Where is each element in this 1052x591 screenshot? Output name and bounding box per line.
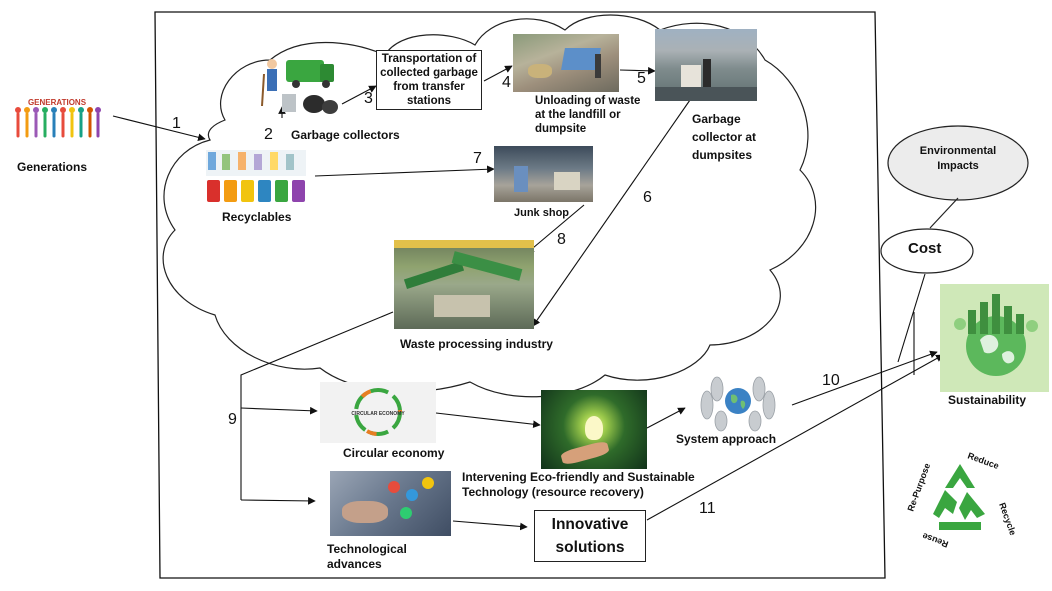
circular-economy-ring-icon: CIRCULAR ECONOMY <box>351 388 405 436</box>
step-number-3: 3 <box>364 90 373 107</box>
eco-technology-label: Intervening Eco-friendly and Sustainable… <box>462 470 695 499</box>
unloading-image <box>513 34 619 92</box>
garbage-collectors-image <box>258 54 340 118</box>
environmental-impacts-bubble <box>887 125 1029 201</box>
junk-shop-label: Junk shop <box>514 207 570 219</box>
sustainability-label: Sustainability <box>948 393 1027 407</box>
env-bubble-tail <box>929 197 959 229</box>
step-number-5: 5 <box>637 70 646 87</box>
branch-9-line <box>240 311 394 500</box>
circular-economy-image: CIRCULAR ECONOMY <box>320 382 436 443</box>
step-number-7: 7 <box>473 150 482 167</box>
environmental-impacts-label: Environmental Impacts <box>919 145 997 172</box>
step-number-9: 9 <box>228 411 237 428</box>
transportation-label: Transportation of collected garbage from… <box>380 53 478 107</box>
generations-label: Generations <box>17 160 88 174</box>
arrow-8 <box>526 204 585 254</box>
arrow-10 <box>791 350 938 406</box>
step-number-10: 10 <box>822 372 840 389</box>
arrow-tech-to-innovative <box>452 520 528 531</box>
arrow-3 <box>341 85 377 105</box>
arrow-circular-to-eco <box>435 412 541 429</box>
step-number-1: 1 <box>172 115 181 132</box>
generations-image: GENERATIONS <box>12 96 102 140</box>
junk-shop-image <box>494 146 593 202</box>
arrow-9b <box>240 497 316 505</box>
step-number-11: 11 <box>699 500 716 517</box>
circular-economy-logo-text: CIRCULAR ECONOMY <box>351 411 405 417</box>
generations-people-icon: GENERATIONS <box>15 98 101 138</box>
step-number-4: 4 <box>502 74 511 91</box>
arrow-5 <box>619 66 656 75</box>
dumpsite-collector-label: Garbage collector at dumpsites <box>692 112 757 162</box>
step-number-2: 2 <box>264 126 273 143</box>
dumpsite-collector-image <box>655 29 757 101</box>
recycle-word-repurpose: Re-Purpose <box>905 462 932 513</box>
arrow-1 <box>112 115 206 142</box>
cost-bubble <box>880 228 974 274</box>
arrow-4 <box>483 65 513 82</box>
arrow-9a <box>240 406 318 415</box>
recycle-arrows-icon: Reduce Recycle Reuse Re-Purpose <box>905 450 1015 550</box>
arrow-6 <box>532 99 691 327</box>
garbage-collectors-label: Garbage collectors <box>291 128 400 142</box>
waste-processing-image <box>394 240 534 329</box>
recycle-word-recycle: Recycle <box>997 501 1015 536</box>
arrow-11 <box>646 354 944 521</box>
technological-advances-image <box>330 471 451 536</box>
sustainability-image <box>940 284 1049 392</box>
recycle-word-reuse: Reuse <box>921 531 950 550</box>
recycle-word-reduce: Reduce <box>966 450 1000 471</box>
step-number-8: 8 <box>557 231 566 248</box>
innovative-solutions-label: Innovative solutions <box>551 516 629 556</box>
recyclables-image <box>202 146 314 206</box>
arrow-7 <box>314 165 495 177</box>
system-approach-label: System approach <box>676 432 777 446</box>
step-number-6: 6 <box>643 189 652 206</box>
arrow-eco-to-system <box>646 407 686 429</box>
recyclables-label: Recyclables <box>222 210 292 224</box>
eco-technology-image <box>541 390 647 469</box>
cost-line-a <box>897 273 926 363</box>
transportation-box: Transportation of collected garbage from… <box>376 50 482 110</box>
innovative-solutions-box: Innovative solutions <box>534 510 646 562</box>
green-earth-city-icon <box>954 294 1038 376</box>
circular-economy-label: Circular economy <box>343 446 445 460</box>
recycle-symbol: Reduce Recycle Reuse Re-Purpose <box>905 442 1015 552</box>
system-approach-image <box>695 375 781 433</box>
globe-people-icon <box>700 376 776 432</box>
outer-frame <box>154 11 886 579</box>
unloading-label: Unloading of waste at the landfill or du… <box>535 95 641 135</box>
technological-advances-label: Technological advances <box>327 542 407 571</box>
generations-logo-text: GENERATIONS <box>28 98 87 107</box>
waste-processing-label: Waste processing industry <box>400 337 553 351</box>
cost-label: Cost <box>908 240 942 257</box>
